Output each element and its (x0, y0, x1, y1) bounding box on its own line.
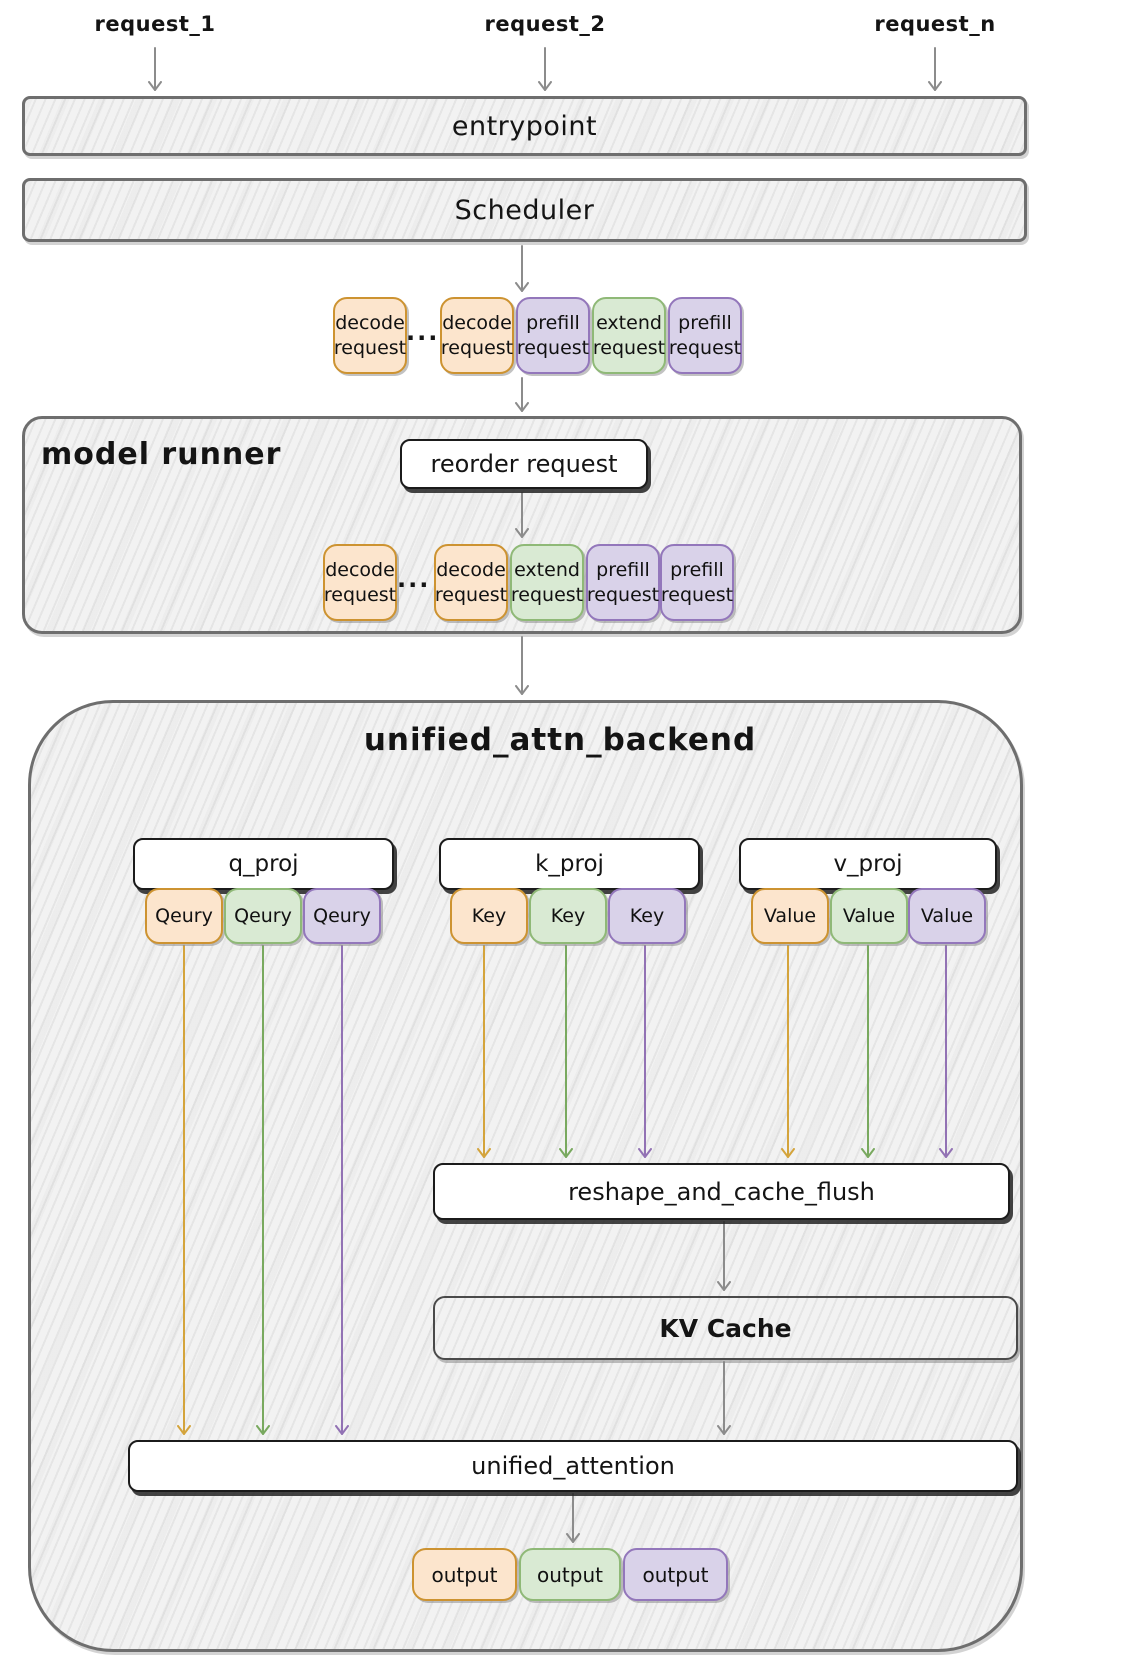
chip-line: request (323, 583, 397, 606)
v-proj-label: v_proj (833, 851, 903, 877)
entrypoint-box: entrypoint (22, 96, 1027, 156)
ellipsis: ... (397, 565, 431, 593)
kv-cache-label: KV Cache (659, 1313, 792, 1343)
chip-line: decode (442, 311, 512, 334)
chip-line: prefill (670, 558, 724, 581)
chip-extend-request: extend request (510, 544, 584, 621)
request-1-label: request_1 (94, 12, 216, 36)
ellipsis: ... (406, 318, 440, 346)
chip-line: Value (920, 904, 974, 927)
chip-key: Key (608, 888, 686, 944)
chip-value: Value (830, 888, 908, 944)
chip-line: Value (842, 904, 896, 927)
chip-line: prefill (678, 311, 732, 334)
unified-attn-backend-title: unified_attn_backend (363, 722, 757, 758)
chip-decode-request: decode request (323, 544, 397, 621)
chip-line: output (537, 1562, 603, 1587)
chip-line: request (668, 336, 742, 359)
chip-prefill-request: prefill request (516, 297, 590, 374)
chip-line: Value (763, 904, 817, 927)
unified-attention-label: unified_attention (471, 1452, 675, 1480)
k-proj-label: k_proj (535, 851, 604, 877)
chip-prefill-request: prefill request (586, 544, 660, 621)
chip-line: request (660, 583, 734, 606)
chip-line: extend (514, 558, 580, 581)
chip-query: Qeury (145, 888, 223, 944)
chip-line: request (592, 336, 666, 359)
chip-line: decode (325, 558, 395, 581)
chip-decode-request: decode request (434, 544, 508, 621)
k-proj-node: k_proj (439, 838, 700, 890)
chip-line: output (431, 1562, 498, 1587)
chip-decode-request: decode request (333, 297, 407, 374)
chip-line: request (434, 583, 508, 606)
chip-prefill-request: prefill request (668, 297, 742, 374)
chip-value: Value (751, 888, 829, 944)
chip-line: Qeury (313, 904, 371, 927)
chip-line: decode (335, 311, 405, 334)
chip-line: request (510, 583, 584, 606)
chip-output: output (412, 1548, 517, 1601)
q-proj-label: q_proj (228, 851, 299, 877)
scheduler-box: Scheduler (22, 178, 1027, 242)
chip-value: Value (908, 888, 986, 944)
request-2-label: request_2 (484, 12, 606, 36)
reshape-and-cache-flush-node: reshape_and_cache_flush (433, 1163, 1010, 1220)
chip-line: decode (436, 558, 506, 581)
chip-output: output (519, 1548, 621, 1601)
chip-line: output (642, 1562, 709, 1587)
request-n-label: request_n (874, 12, 996, 36)
chip-key: Key (450, 888, 528, 944)
chip-line: extend (596, 311, 662, 334)
chip-line: Key (629, 904, 665, 927)
chip-extend-request: extend request (592, 297, 666, 374)
chip-line: prefill (596, 558, 650, 581)
reorder-request-label: reorder request (430, 450, 618, 478)
chip-line: request (586, 583, 660, 606)
chip-query: Qeury (224, 888, 302, 944)
chip-prefill-request: prefill request (660, 544, 734, 621)
chip-query: Qeury (303, 888, 381, 944)
unified-attention-node: unified_attention (128, 1440, 1018, 1492)
chip-line: request (440, 336, 514, 359)
chip-decode-request: decode request (440, 297, 514, 374)
v-proj-node: v_proj (739, 838, 997, 890)
chip-key: Key (529, 888, 607, 944)
chip-line: Qeury (155, 904, 213, 927)
scheduler-label: Scheduler (454, 194, 595, 226)
chip-line: request (333, 336, 407, 359)
chip-line: Key (471, 904, 507, 927)
chip-line: Key (550, 904, 586, 927)
entrypoint-label: entrypoint (451, 110, 598, 142)
model-runner-label: model runner (41, 437, 282, 472)
reorder-request-node: reorder request (400, 439, 648, 489)
q-proj-node: q_proj (133, 838, 394, 890)
chip-line: Qeury (234, 904, 292, 927)
chip-line: prefill (526, 311, 580, 334)
kv-cache-node: KV Cache (433, 1296, 1018, 1360)
chip-line: request (516, 336, 590, 359)
reshape-and-cache-flush-label: reshape_and_cache_flush (568, 1177, 875, 1206)
chip-output: output (623, 1548, 728, 1601)
